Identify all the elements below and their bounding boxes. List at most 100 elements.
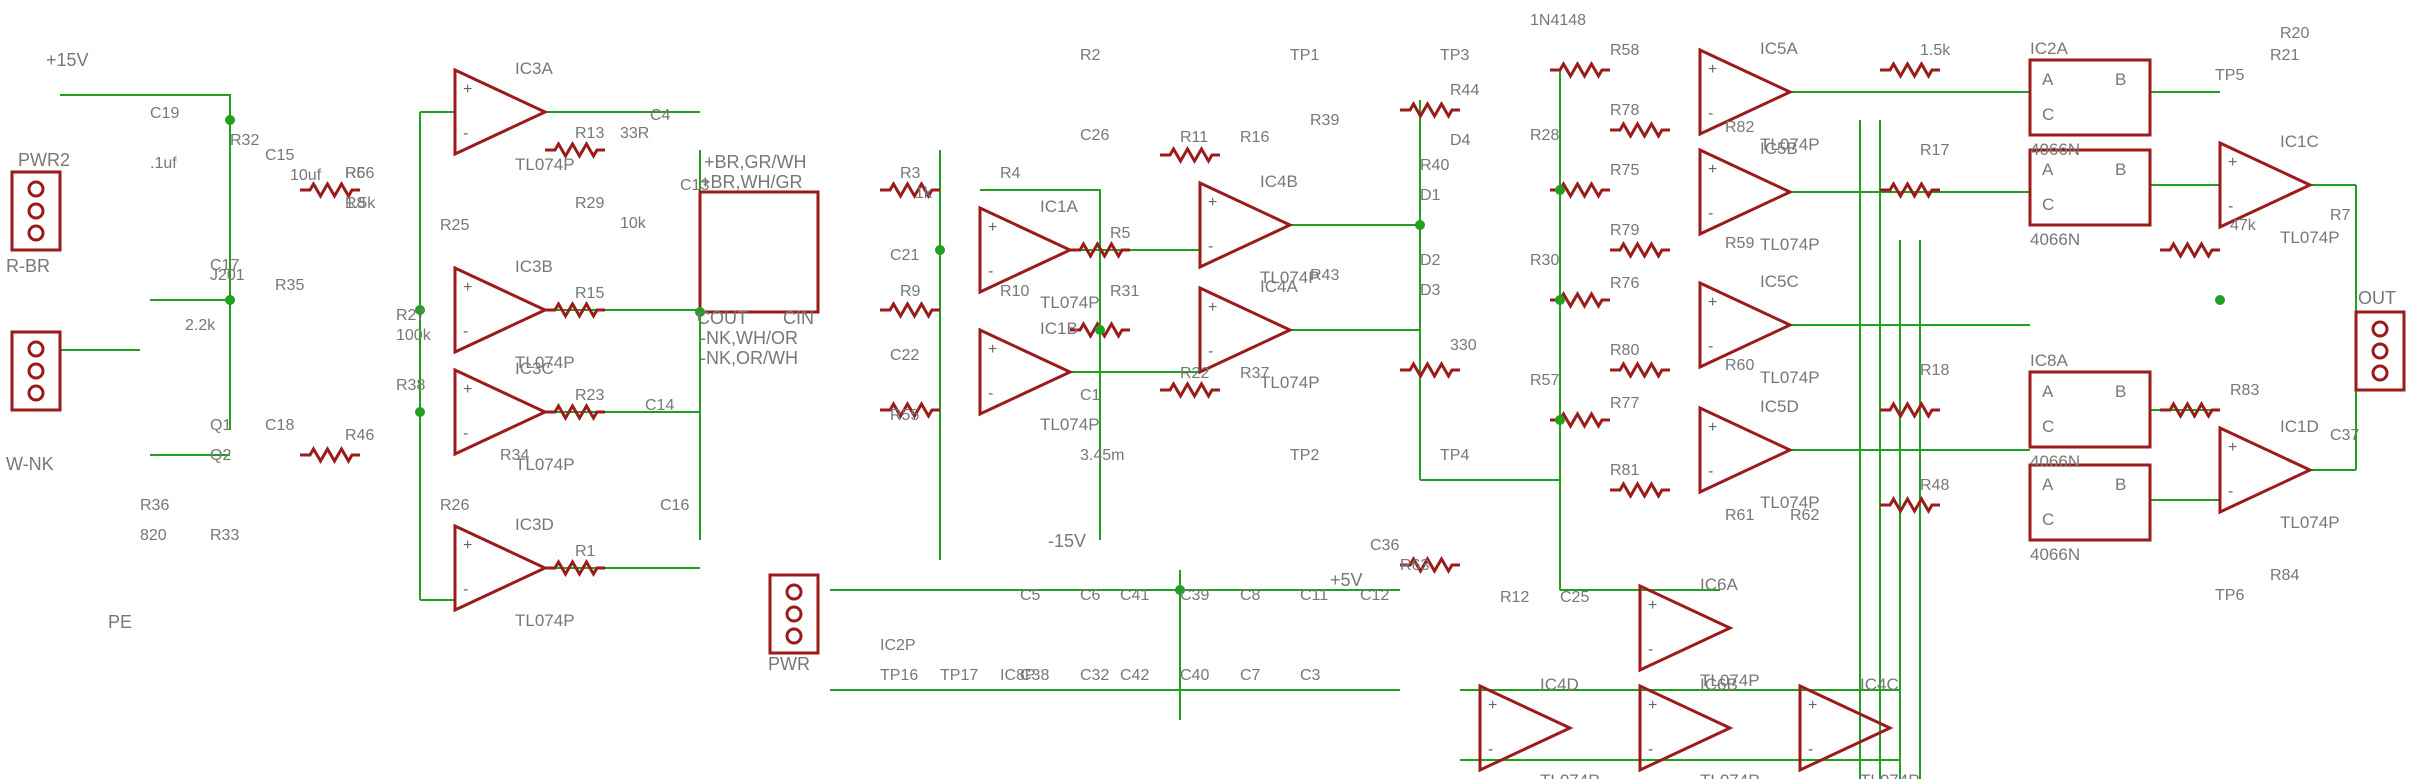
svg-text:-: -	[2228, 483, 2233, 500]
component-label: C39	[1180, 587, 1209, 604]
junction-dot	[415, 305, 425, 315]
junction-dot	[225, 115, 235, 125]
svg-text:4066N: 4066N	[2030, 230, 2080, 249]
opamp-ic5c	[1698, 280, 1794, 370]
resistor	[1160, 146, 1220, 164]
svg-text:-: -	[1708, 463, 1713, 480]
component-label: C42	[1120, 667, 1149, 684]
component-label: C12	[1360, 587, 1389, 604]
junction-dot	[1555, 185, 1565, 195]
component-label: R62	[1790, 507, 1819, 524]
vcc-label: +15V	[46, 50, 89, 70]
resistor	[1160, 381, 1220, 399]
part-number: TL074P	[1700, 671, 1760, 690]
part-number: TL074P	[1760, 235, 1820, 254]
component-label: Q1	[210, 417, 231, 434]
component-label: R57	[1530, 372, 1559, 389]
component-label: R55	[890, 407, 919, 424]
pwr-label: PWR	[768, 654, 810, 674]
component-label: C14	[645, 397, 674, 414]
part-number: TL074P	[2280, 228, 2340, 247]
opamp-label: IC4A	[1260, 277, 1298, 296]
opamp-label: IC4D	[1540, 675, 1579, 694]
svg-text:+: +	[988, 219, 997, 236]
junction-dot	[415, 407, 425, 417]
component-label: R30	[1530, 252, 1559, 269]
component-label: R77	[1610, 395, 1639, 412]
resistor	[1550, 61, 1610, 79]
svg-text:-: -	[1708, 105, 1713, 122]
svg-text:-: -	[988, 263, 993, 280]
resistor	[1400, 361, 1460, 379]
component-label: TP17	[940, 667, 978, 684]
opamp-ic6b	[1638, 683, 1734, 773]
component-label: R22	[1180, 365, 1209, 382]
svg-text:-: -	[988, 385, 993, 402]
opamp-label: IC5D	[1760, 397, 1799, 416]
component-label: R2	[1080, 47, 1101, 64]
component-label: R82	[1725, 119, 1754, 136]
opamp-label: IC1A	[1040, 197, 1078, 216]
component-label: C41	[1120, 587, 1149, 604]
opamp-label: IC1B	[1040, 319, 1078, 338]
switch-ic	[2028, 148, 2152, 227]
opamp-label: IC1D	[2280, 417, 2319, 436]
svg-text:A: A	[2042, 475, 2054, 494]
opamp-label: IC3C	[515, 359, 554, 378]
component-label: Q2	[210, 447, 231, 464]
svg-text:C: C	[2042, 195, 2054, 214]
pwr2-label: PWR2	[18, 150, 70, 170]
component-label: R21	[2270, 47, 2299, 64]
component-label: R32	[230, 132, 259, 149]
component-label: R28	[1530, 127, 1559, 144]
opamp-label: IC5A	[1760, 39, 1798, 58]
opamp-label: IC3D	[515, 515, 554, 534]
component-label: R75	[1610, 162, 1639, 179]
component-label: C21	[890, 247, 919, 264]
component-label: C16	[660, 497, 689, 514]
opamp-ic4d	[1478, 683, 1574, 773]
junction-dot	[1555, 295, 1565, 305]
opamp-label: IC3B	[515, 257, 553, 276]
component-label: R43	[1310, 267, 1339, 284]
component-label: R7	[2330, 207, 2351, 224]
opamp-ic5d	[1698, 405, 1794, 495]
junction-dot	[695, 307, 705, 317]
component-label: R6	[345, 165, 366, 182]
opamp-ic3b	[453, 265, 549, 355]
component-label: TP2	[1290, 447, 1319, 464]
opamp-ic5b	[1698, 147, 1794, 237]
svg-text:+: +	[2228, 154, 2237, 171]
component-label: D3	[1420, 282, 1441, 299]
component-label: R25	[440, 217, 469, 234]
resistor	[1880, 496, 1940, 514]
component-label: D2	[1420, 252, 1441, 269]
component-label: 1N4148	[1530, 12, 1586, 29]
svg-text:4066N: 4066N	[2030, 452, 2080, 471]
junction-dot	[1555, 415, 1565, 425]
junction-dot	[1175, 585, 1185, 595]
svg-text:+: +	[1208, 194, 1217, 211]
component-label: C40	[1180, 667, 1209, 684]
svg-text:-: -	[1648, 641, 1653, 658]
svg-text:A: A	[2042, 160, 2054, 179]
part-number: TL074P	[1040, 415, 1100, 434]
svg-text:+: +	[463, 381, 472, 398]
component-label: 2.2k	[185, 317, 216, 334]
svg-text:B: B	[2115, 382, 2126, 401]
svg-text:4066N: 4066N	[2030, 140, 2080, 159]
component-label: R17	[1920, 142, 1949, 159]
component-label: R56	[345, 165, 374, 182]
opamp-ic1a	[978, 205, 1074, 295]
component-label: 10uf	[290, 167, 322, 184]
svg-text:-: -	[1708, 205, 1713, 222]
svg-text:+: +	[1708, 294, 1717, 311]
junction-dot	[2215, 295, 2225, 305]
resistor	[1610, 241, 1670, 259]
component-label: 33R	[620, 125, 649, 142]
svg-text:-: -	[1488, 741, 1493, 758]
component-label: R9	[900, 283, 921, 300]
junction-dot	[1095, 325, 1105, 335]
component-label: 3.45m	[1080, 447, 1124, 464]
